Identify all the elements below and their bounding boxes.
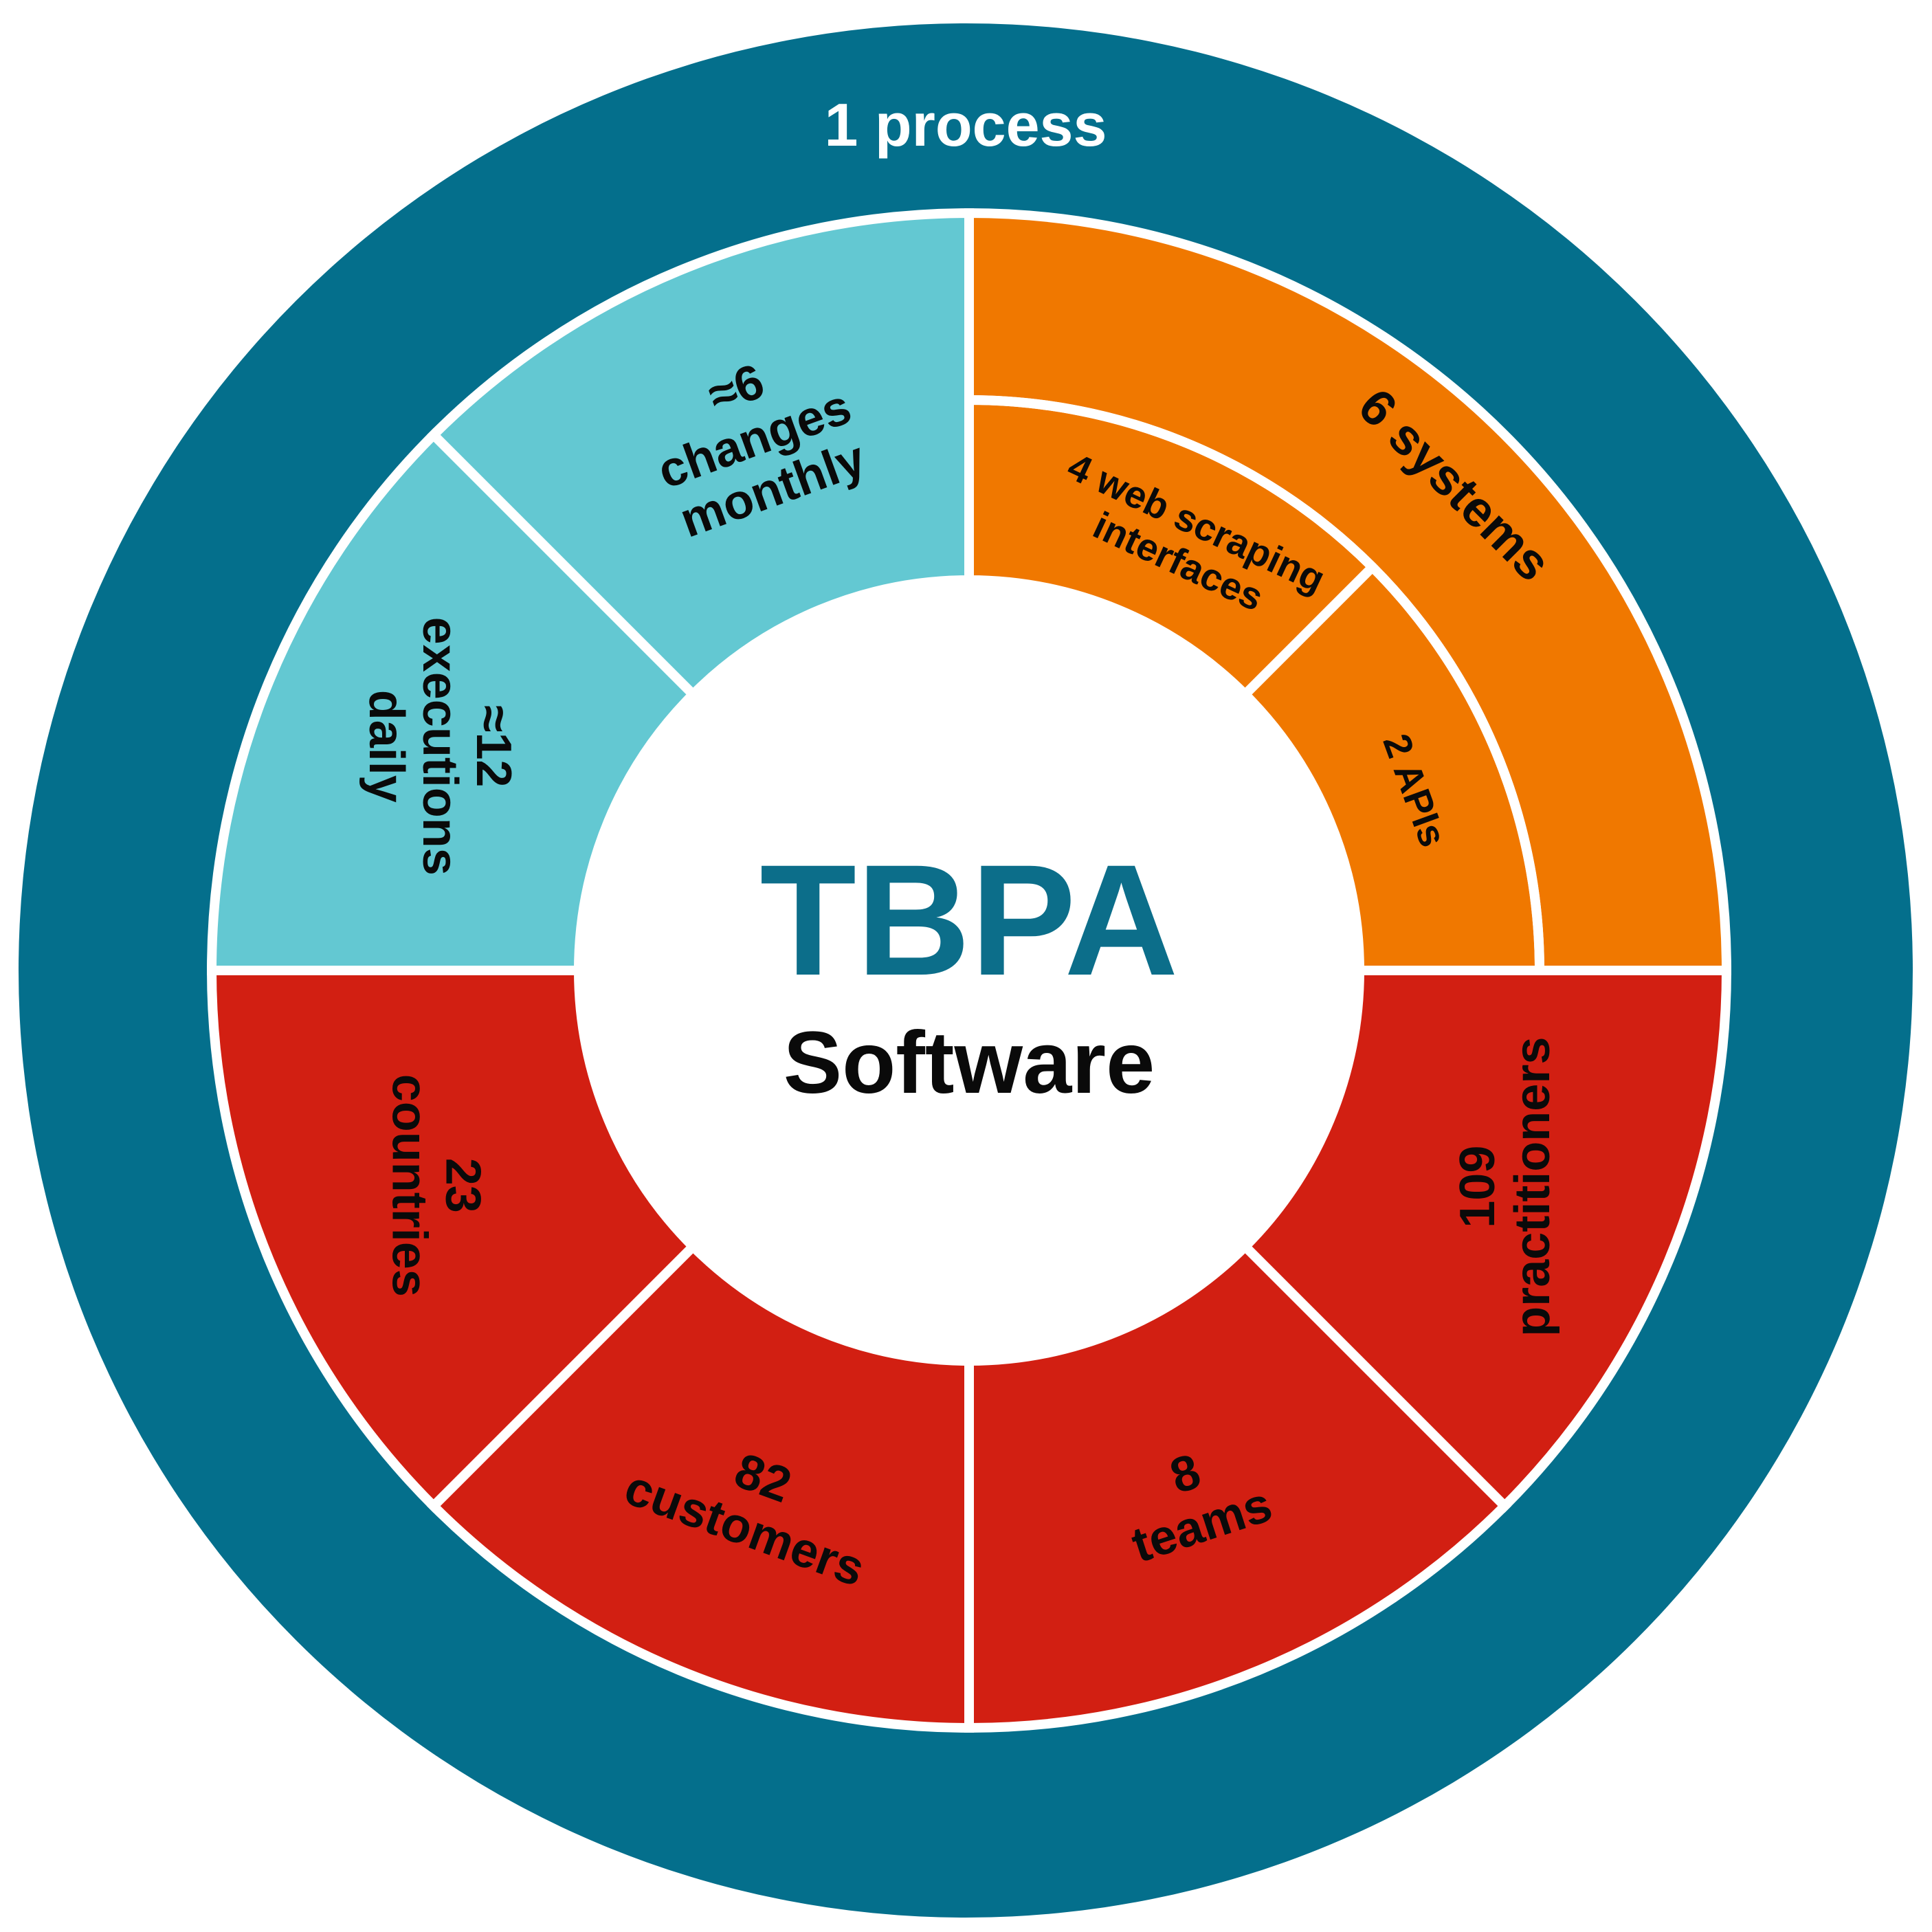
label-executions-line: daily: [359, 690, 414, 803]
label-countries-line: 23: [436, 1158, 491, 1213]
systems-divider-arc: [968, 395, 1544, 971]
label-practitioners-line: practitioners: [1505, 1037, 1560, 1337]
center-title: TBPA: [759, 832, 1178, 1008]
label-practitioners: 109practitioners: [1450, 1037, 1560, 1337]
label-practitioners-line: 109: [1450, 1146, 1505, 1228]
label-executions-line: executions: [412, 617, 467, 876]
outer-ring-label: 1 process: [825, 91, 1107, 159]
label-executions-line: ≈12: [466, 705, 521, 788]
center-circle: [579, 580, 1359, 1361]
label-countries: 23countries: [382, 1074, 491, 1297]
label-countries-line: countries: [382, 1074, 437, 1297]
label-executions: ≈12executionsdaily: [359, 617, 521, 876]
center-subtitle: Software: [784, 1014, 1155, 1112]
